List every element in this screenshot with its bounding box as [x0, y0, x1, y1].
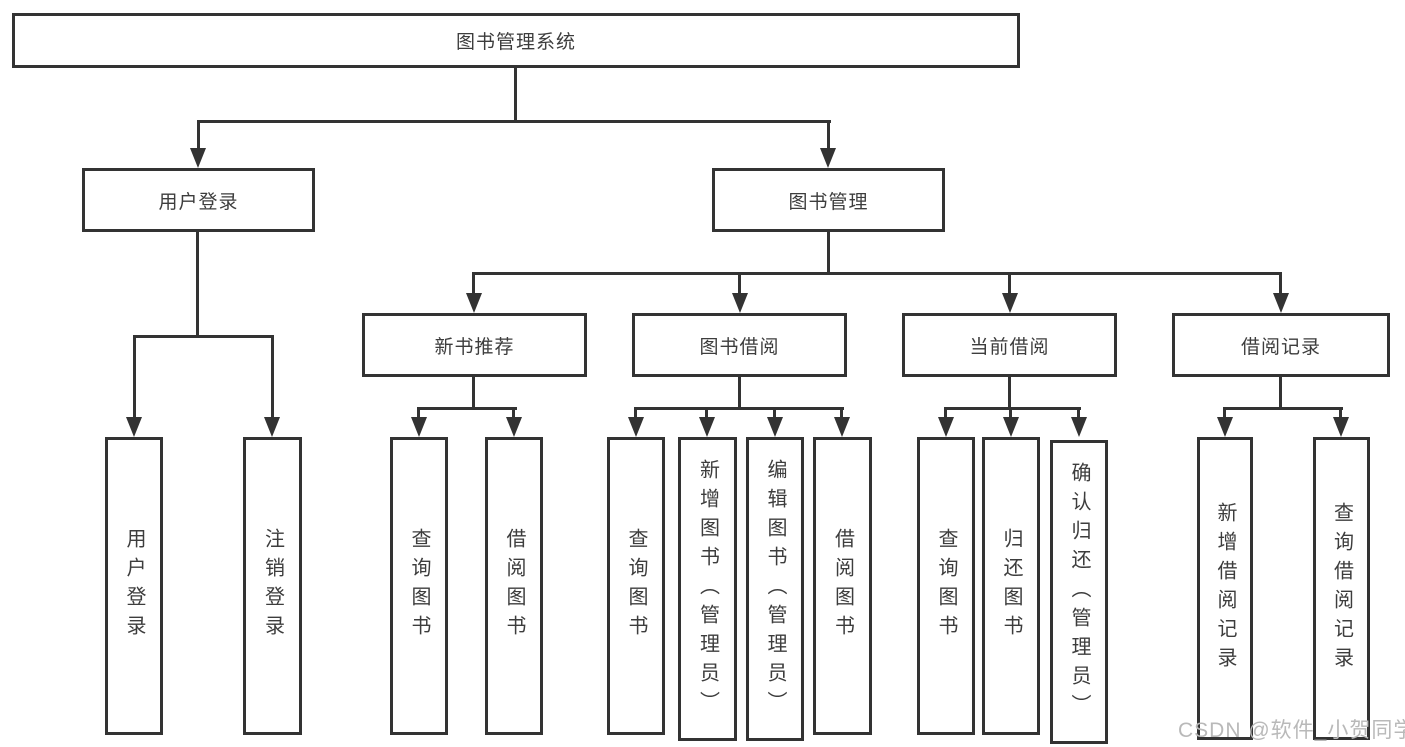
- leaf-query-borrow-record: 查询借阅记录: [1313, 437, 1370, 740]
- edge-line: [1223, 407, 1226, 417]
- arrowhead-down: [411, 417, 427, 437]
- edge-line: [133, 335, 136, 417]
- arrowhead-down: [1071, 417, 1087, 437]
- edge-line: [1223, 407, 1343, 410]
- edge-line: [512, 407, 515, 417]
- leaf-confirm-return-admin: 确认归还（管理员）: [1050, 440, 1108, 744]
- edge-line: [1008, 377, 1011, 407]
- arrowhead-down: [466, 293, 482, 313]
- watermark: CSDN @软件_小贺同学: [1178, 719, 1405, 742]
- node-borrowing-records: 借阅记录: [1172, 313, 1390, 377]
- edge-line: [472, 272, 475, 293]
- arrowhead-down: [732, 293, 748, 313]
- leaf-edit-book-admin: 编辑图书（管理员）: [746, 437, 804, 741]
- edge-line: [634, 407, 844, 410]
- arrowhead-down: [938, 417, 954, 437]
- edge-line: [944, 407, 1081, 410]
- edge-line: [738, 377, 741, 407]
- edge-line: [514, 68, 517, 120]
- edge-line: [827, 120, 830, 148]
- arrowhead-down: [1333, 417, 1349, 437]
- node-new-book-recommend: 新书推荐: [362, 313, 587, 377]
- edge-line: [472, 272, 1282, 275]
- edge-line: [197, 120, 200, 148]
- arrowhead-down: [1002, 293, 1018, 313]
- arrowhead-down: [834, 417, 850, 437]
- edge-line: [705, 407, 708, 417]
- arrowhead-down: [767, 417, 783, 437]
- edge-line: [1339, 407, 1342, 417]
- arrowhead-down: [190, 148, 206, 168]
- arrowhead-down: [1273, 293, 1289, 313]
- node-library-management-system: 图书管理系统: [12, 13, 1020, 68]
- leaf-add-borrow-record: 新增借阅记录: [1197, 437, 1253, 740]
- arrowhead-down: [699, 417, 715, 437]
- arrowhead-down: [628, 417, 644, 437]
- node-user-login: 用户登录: [82, 168, 315, 232]
- edge-line: [1009, 407, 1012, 417]
- arrowhead-down: [1217, 417, 1233, 437]
- arrowhead-down: [126, 417, 142, 437]
- leaf-borrow-books-recommend: 借阅图书: [485, 437, 543, 735]
- leaf-borrow-books-borrowing: 借阅图书: [813, 437, 872, 735]
- edge-line: [1279, 377, 1282, 407]
- edge-line: [1008, 272, 1011, 293]
- edge-line: [271, 335, 274, 417]
- edge-line: [417, 407, 420, 417]
- edge-line: [196, 232, 199, 335]
- edge-line: [417, 407, 517, 410]
- leaf-user-login: 用户登录: [105, 437, 163, 735]
- node-current-borrowing: 当前借阅: [902, 313, 1117, 377]
- edge-line: [738, 272, 741, 293]
- edge-line: [1279, 272, 1282, 293]
- leaf-query-books-recommend: 查询图书: [390, 437, 448, 735]
- arrowhead-down: [1003, 417, 1019, 437]
- edge-line: [472, 377, 475, 407]
- leaf-return-book: 归还图书: [982, 437, 1040, 735]
- edge-line: [944, 407, 947, 417]
- edge-line: [773, 407, 776, 417]
- leaf-logout: 注销登录: [243, 437, 302, 735]
- arrowhead-down: [820, 148, 836, 168]
- leaf-query-books-current: 查询图书: [917, 437, 975, 735]
- edge-line: [197, 120, 831, 123]
- edge-line: [1077, 407, 1080, 417]
- node-book-borrowing: 图书借阅: [632, 313, 847, 377]
- node-book-management: 图书管理: [712, 168, 945, 232]
- leaf-add-book-admin: 新增图书（管理员）: [678, 437, 737, 741]
- edge-line: [133, 335, 274, 338]
- leaf-query-books-borrowing: 查询图书: [607, 437, 665, 735]
- arrowhead-down: [264, 417, 280, 437]
- arrowhead-down: [506, 417, 522, 437]
- edge-line: [840, 407, 843, 417]
- edge-line: [827, 232, 830, 272]
- edge-line: [634, 407, 637, 417]
